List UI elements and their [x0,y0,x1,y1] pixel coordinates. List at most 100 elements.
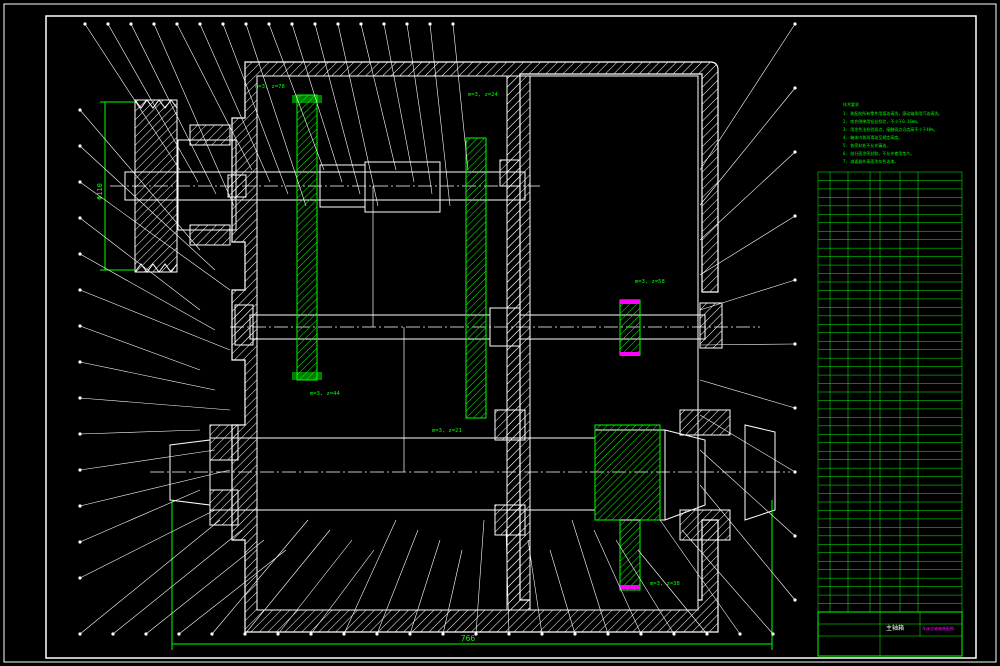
leader-top-6-balloon [198,22,202,26]
leader-right-6 [699,343,796,346]
leader-left-4-balloon [78,216,82,220]
leader-bottom-4-balloon [177,632,181,636]
gear-label-4: m=3, z=44 [310,391,340,397]
leader-bottom-10-balloon [375,632,379,636]
leader-right-9 [699,449,796,537]
outer-border [3,3,997,663]
leader-right-3 [699,151,796,241]
title-block: 主轴箱 车床主轴箱装配图 [817,611,963,657]
leader-top-3-balloon [129,22,133,26]
leader-left-5-balloon [78,252,82,256]
leader-bottom-17-balloon [606,632,610,636]
leader-top-13-balloon [359,22,363,26]
leader-bottom-1 [79,519,221,635]
leader-bottom-3 [145,539,265,635]
leader-left-2-balloon [78,144,82,148]
dimension-766: 766 [171,500,773,650]
leader-bottom-8 [310,549,375,635]
leader-bottom-19 [615,539,675,635]
leader-right-7-balloon [793,406,797,410]
leader-left-13 [79,489,201,543]
leader-bottom-22-balloon [771,632,775,636]
leader-top-7-balloon [221,22,225,26]
note-line-6: 6. 剖分面涂密封胶，不允许使用垫片。 [843,150,914,156]
leader-top-17 [452,23,469,171]
technical-notes: 技术要求 1. 装配前所有零件用煤油清洗，滚动轴承用汽油清洗。 2. 啮合侧隙用… [843,101,942,164]
leader-top-4 [153,23,235,207]
leader-top-1 [84,23,181,171]
leader-top-15-balloon [405,22,409,26]
leader-top-16 [429,23,451,207]
leader-left-10-balloon [78,432,82,436]
gear-label-1: m=3, z=78 [255,84,285,90]
note-line-5: 5. 各密封处不允许漏油。 [843,142,890,148]
leader-top-17-balloon [451,22,455,26]
leader-bottom-5-balloon [210,632,214,636]
leader-right-3-balloon [793,150,797,154]
leader-left-4 [79,217,201,311]
leader-bottom-7 [277,539,353,635]
center-distances [372,186,405,472]
part-leaders [78,22,797,636]
leader-top-9 [268,23,325,171]
leader-bottom-21-balloon [738,632,742,636]
leader-top-10-balloon [290,22,294,26]
leader-right-9-balloon [793,534,797,538]
leader-top-2-balloon [106,22,110,26]
leader-top-2 [107,23,199,183]
leader-top-8-balloon [244,22,248,26]
leader-bottom-5 [211,519,309,635]
leader-left-9 [79,397,231,411]
leader-bottom-8-balloon [309,632,313,636]
leader-bottom-11-balloon [408,632,412,636]
leader-right-1 [699,23,796,171]
leader-bottom-19-balloon [672,632,676,636]
leader-left-5 [79,253,216,331]
leader-bottom-13-balloon [474,632,478,636]
leader-top-8 [245,23,307,207]
leader-bottom-18-balloon [639,632,643,636]
main-spindle [150,424,790,521]
leader-right-4-balloon [793,214,797,218]
leader-top-6 [199,23,271,183]
leader-bottom-14 [505,529,510,635]
leader-right-8 [699,414,796,473]
leader-top-12 [337,23,379,207]
leader-left-11-balloon [78,468,82,472]
leader-right-1-balloon [793,22,797,26]
leader-right-8-balloon [793,470,797,474]
note-line-3: 3. 用涂色法检验斑点，接触斑点沿齿高不小于40%。 [843,126,937,132]
leader-bottom-14-balloon [507,632,511,636]
leader-left-1-balloon [78,108,82,112]
leader-top-11 [314,23,361,195]
leader-bottom-17 [571,519,609,635]
leader-top-9-balloon [267,22,271,26]
note-line-7: 7. 减速器外表面涂灰色油漆。 [843,158,898,164]
leader-top-12-balloon [336,22,340,26]
leader-right-5-balloon [793,278,797,282]
leader-left-6-balloon [78,288,82,292]
gear-spindle [594,299,661,591]
leader-right-5 [699,279,796,311]
leader-top-1-balloon [83,22,87,26]
leader-bottom-18 [593,529,642,635]
leader-left-3-balloon [78,180,82,184]
gear-label-3: m=3, z=58 [635,279,665,285]
pulley-diameter-dimension: Φ110 [96,101,135,271]
leader-top-13 [360,23,397,171]
pulley-diameter-label: Φ110 [96,183,104,200]
leader-top-10 [291,23,343,183]
leader-bottom-6 [244,529,331,635]
leader-top-11-balloon [313,22,317,26]
parts-list-table [817,171,963,613]
leader-bottom-1-balloon [78,632,82,636]
title-block-title: 主轴箱 [886,624,904,632]
leader-top-5 [176,23,253,171]
leader-bottom-12-balloon [441,632,445,636]
leader-right-2-balloon [793,86,797,90]
gear-label-6: m=3, z=38 [650,581,680,587]
leader-bottom-3-balloon [144,632,148,636]
leader-left-8 [79,361,216,391]
leader-bottom-16 [549,549,576,635]
